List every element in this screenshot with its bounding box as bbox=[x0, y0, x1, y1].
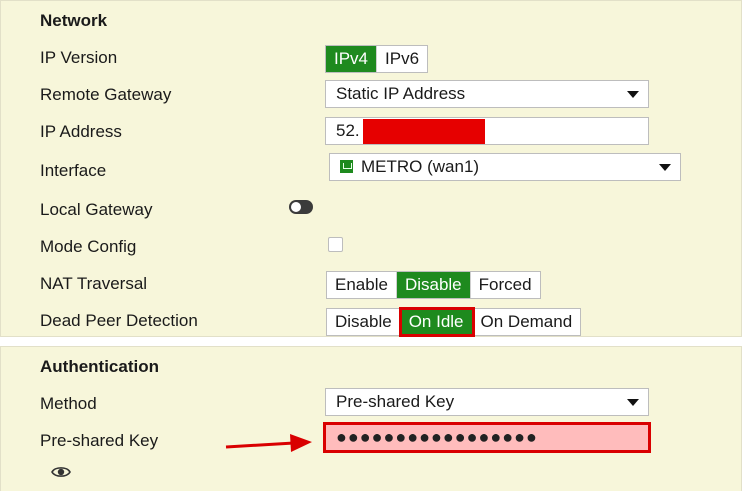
remote-gateway-select[interactable]: Static IP Address bbox=[325, 80, 649, 108]
ip-address-value: 52. bbox=[336, 121, 360, 140]
nat-enable-option[interactable]: Enable bbox=[327, 272, 397, 298]
pre-shared-key-label: Pre-shared Key bbox=[40, 431, 159, 450]
nat-disable-option[interactable]: Disable bbox=[396, 272, 471, 298]
pre-shared-key-input[interactable]: ●●●●●●●●●●●●●●●●● bbox=[323, 422, 651, 453]
network-port-icon bbox=[340, 160, 353, 173]
ip-address-input[interactable]: 52. bbox=[325, 117, 649, 145]
mode-config-label: Mode Config bbox=[40, 237, 137, 256]
red-arrow-icon bbox=[225, 434, 312, 452]
dpd-disable-option[interactable]: Disable bbox=[327, 309, 401, 335]
mode-config-checkbox[interactable] bbox=[328, 237, 343, 252]
method-select[interactable]: Pre-shared Key bbox=[325, 388, 649, 416]
interface-label: Interface bbox=[40, 161, 107, 180]
dead-peer-detection-label: Dead Peer Detection bbox=[40, 311, 198, 330]
nat-forced-option[interactable]: Forced bbox=[470, 272, 540, 298]
authentication-panel bbox=[0, 346, 742, 491]
authentication-section-title: Authentication bbox=[40, 357, 159, 376]
network-section-title: Network bbox=[40, 11, 108, 30]
method-label: Method bbox=[40, 394, 97, 413]
local-gateway-toggle[interactable] bbox=[289, 200, 313, 214]
ipv4-option[interactable]: IPv4 bbox=[326, 46, 378, 72]
toggle-knob bbox=[291, 202, 301, 212]
method-value: Pre-shared Key bbox=[336, 392, 455, 411]
nat-traversal-toggle: Enable Disable Forced bbox=[326, 271, 541, 299]
eye-icon[interactable] bbox=[51, 465, 71, 479]
ipv6-option[interactable]: IPv6 bbox=[377, 46, 428, 72]
remote-gateway-value: Static IP Address bbox=[336, 84, 466, 103]
interface-select[interactable]: METRO (wan1) bbox=[329, 153, 681, 181]
dpd-on-idle-option[interactable]: On Idle bbox=[398, 307, 475, 337]
local-gateway-label: Local Gateway bbox=[40, 200, 153, 219]
remote-gateway-label: Remote Gateway bbox=[40, 85, 172, 104]
ip-version-label: IP Version bbox=[40, 48, 118, 67]
chevron-down-icon bbox=[659, 164, 671, 171]
chevron-down-icon bbox=[627, 91, 639, 98]
ip-version-toggle: IPv4 IPv6 bbox=[325, 45, 429, 73]
redaction-bar bbox=[363, 119, 485, 144]
dpd-toggle: Disable On Idle On Demand bbox=[326, 307, 582, 337]
dpd-on-demand-option[interactable]: On Demand bbox=[472, 309, 581, 335]
nat-traversal-label: NAT Traversal bbox=[40, 274, 148, 293]
chevron-down-icon bbox=[627, 399, 639, 406]
ip-address-label: IP Address bbox=[40, 122, 122, 141]
interface-value: METRO (wan1) bbox=[361, 157, 480, 176]
